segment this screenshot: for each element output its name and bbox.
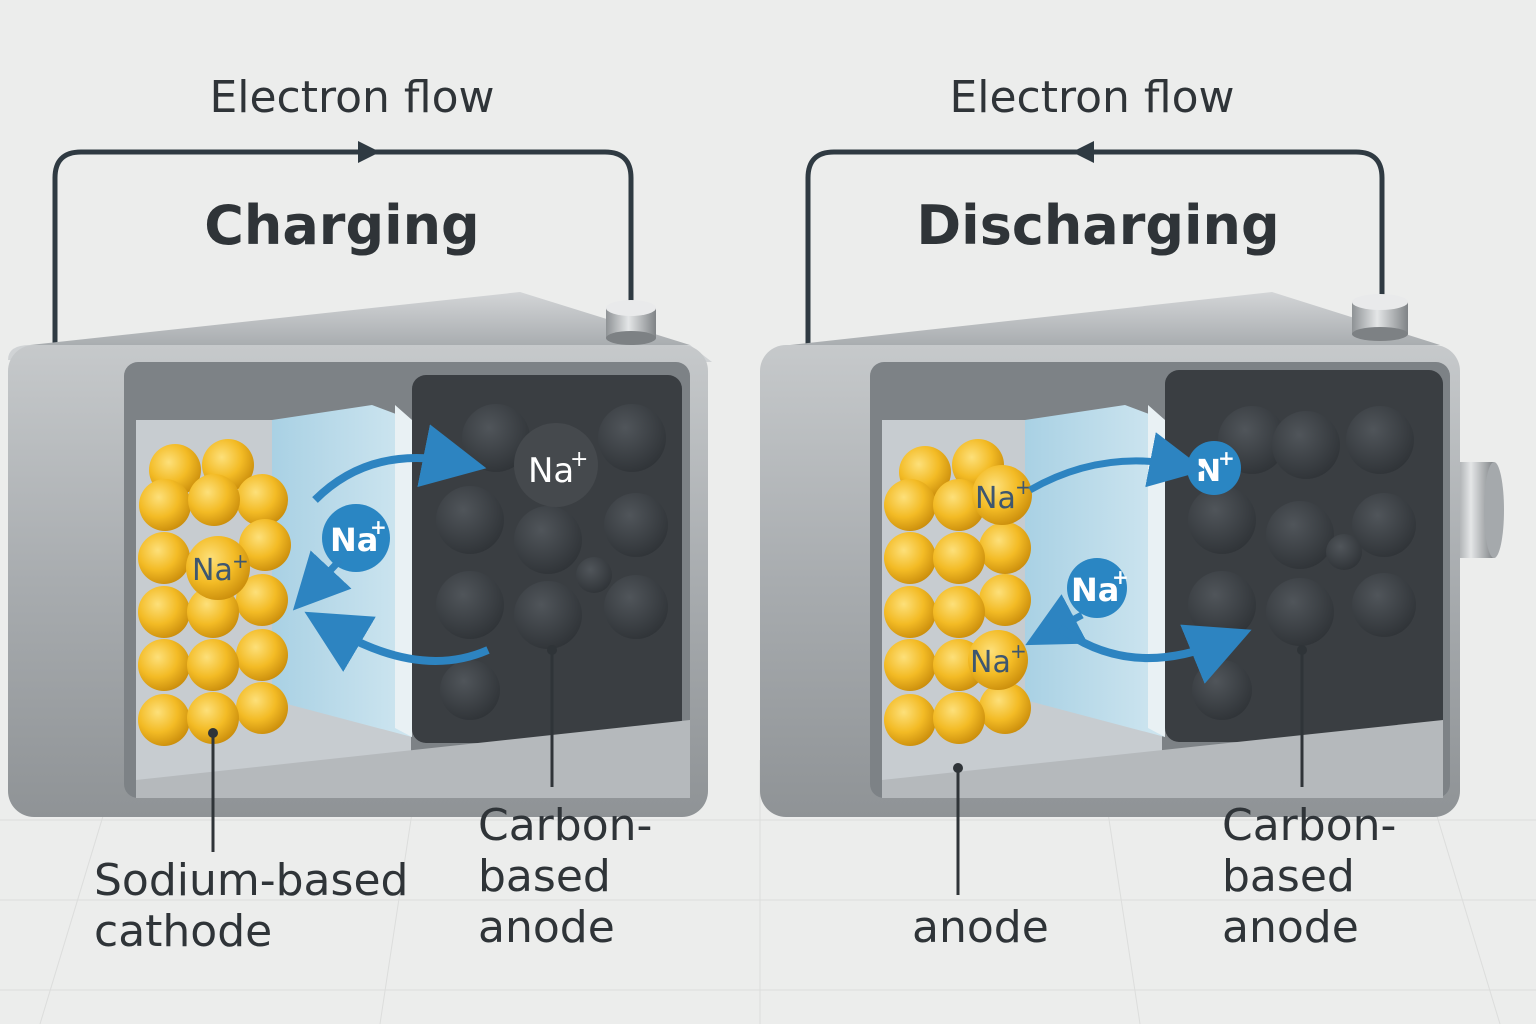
right-anode-label-line3: anode [1222, 902, 1359, 953]
right-wire-arrow-icon [1072, 141, 1094, 163]
right-panel: Electron flow Discharging [760, 72, 1504, 953]
right-left-label: anode [912, 902, 1049, 953]
right-electrolyte-ion-charge: + [1112, 565, 1129, 589]
left-anode-label-line3: anode [478, 902, 615, 953]
left-arrow-to-anode [312, 424, 487, 503]
left-anode-ion-charge: + [570, 447, 588, 472]
left-cathode-ion-label: Na [192, 553, 233, 588]
right-arrow-to-cathode [1025, 594, 1088, 646]
left-panel: Electron flow Charging [8, 72, 712, 957]
left-terminal [606, 300, 656, 345]
left-casing-lid [30, 292, 690, 345]
right-anode-label-line1: Carbon- [1222, 800, 1396, 851]
right-cathode-ion-bottom-label: Na [970, 645, 1011, 680]
left-anode-spheres [436, 404, 668, 720]
left-cathode-label-line1: Sodium-based [94, 855, 408, 906]
right-arrow-to-anode [1028, 432, 1206, 494]
left-cathode [138, 439, 291, 746]
left-electrolyte-ion-charge: + [370, 515, 387, 539]
right-anode-label-line2: based [1222, 851, 1355, 902]
right-wire [805, 149, 1385, 350]
left-anode-label-line1: Carbon- [478, 800, 652, 851]
left-arrow-from-anode [304, 611, 490, 672]
right-anode-ion-charge: + [1218, 446, 1235, 470]
right-arrow-to-anode-bottom [1057, 624, 1252, 684]
left-anode-label-line2: based [478, 851, 611, 902]
left-mode-label: Charging [204, 194, 479, 257]
floor-grid [0, 759, 1536, 1024]
left-anode-ion-label: Na [528, 451, 574, 491]
right-casing-lid [790, 292, 1440, 345]
left-separator [272, 405, 412, 737]
right-cathode-ion-top-label: Na [975, 481, 1016, 516]
left-wire [52, 149, 634, 350]
right-electron-flow-label: Electron flow [949, 72, 1234, 123]
left-cathode-label-line2: cathode [94, 906, 272, 957]
right-mode-label: Discharging [916, 194, 1279, 257]
left-wire-arrow-icon [358, 141, 380, 163]
left-cathode-ion-charge: + [232, 549, 249, 573]
left-arrow-to-cathode-top [292, 550, 352, 611]
right-cathode-ion-bottom-charge: + [1010, 639, 1027, 663]
right-cathode [884, 439, 1032, 746]
right-anode-spheres [1188, 406, 1416, 720]
right-cathode-ion-top-charge: + [1015, 475, 1032, 499]
left-electron-flow-label: Electron flow [209, 72, 494, 123]
right-terminal [1352, 294, 1408, 341]
